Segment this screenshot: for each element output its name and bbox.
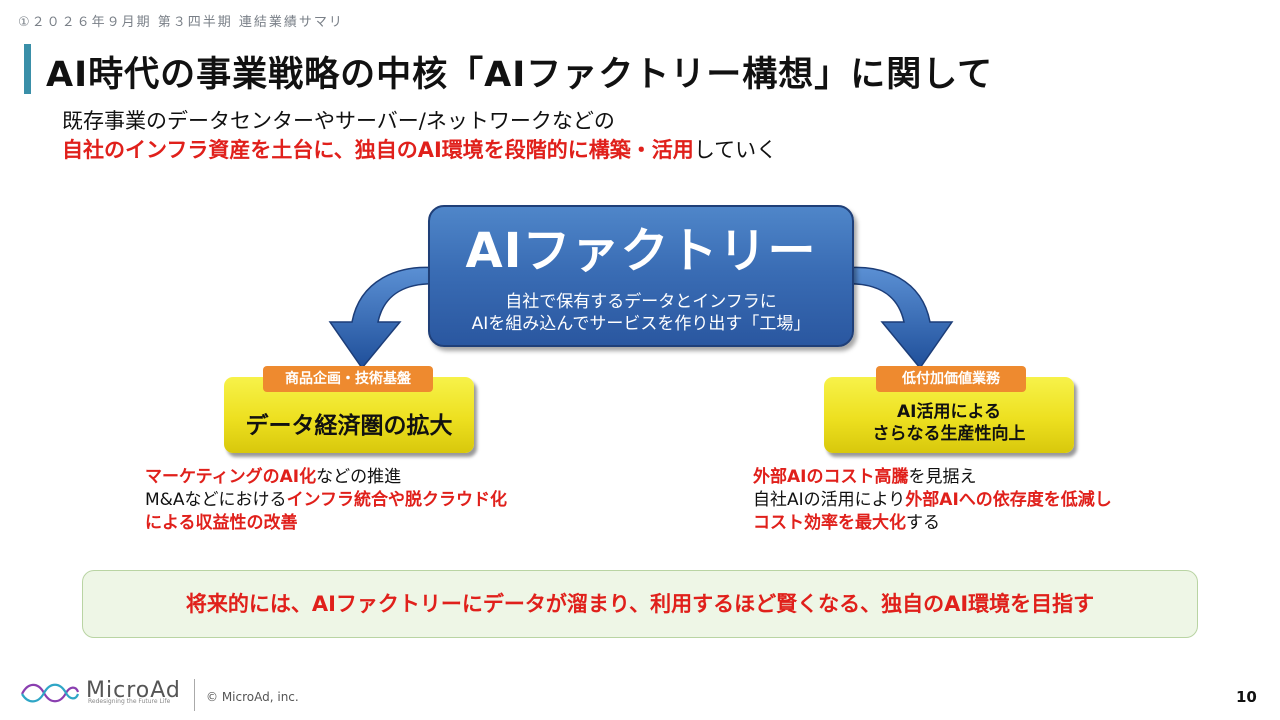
logo-wordmark: MicroAd [86, 678, 181, 703]
left-bullet-3: による収益性の改善 [145, 512, 507, 535]
curved-arrow-left-icon [328, 266, 441, 370]
title-accent-bar [24, 44, 31, 94]
left-bullet-2-lead: M&Aなどにおける [145, 490, 287, 510]
page-number: 10 [1236, 688, 1257, 706]
right-bullet-2-highlight: 外部AIへの依存度を低減し [905, 490, 1112, 510]
left-bullet-2-highlight: インフラ統合や脱クラウド化 [286, 490, 508, 510]
intro-line-1: 既存事業のデータセンターやサーバー/ネットワークなどの [62, 109, 615, 133]
right-bullet-3-rest: する [906, 513, 940, 533]
right-bullet-2: 自社AIの活用により外部AIへの依存度を低減し [753, 489, 1112, 512]
ai-factory-title: AIファクトリー [465, 223, 817, 279]
microad-logo-icon [21, 683, 80, 703]
vision-banner: 将来的には、AIファクトリーにデータが溜まり、利用するほど賢くなる、独自のAI環… [82, 570, 1198, 638]
intro-line-2: 自社のインフラ資産を土台に、独自のAI環境を段階的に構築・活用していく [62, 134, 777, 164]
left-bullets: マーケティングのAI化などの推進 M&Aなどにおけるインフラ統合や脱クラウド化 … [145, 466, 507, 535]
right-category-badge: 低付加価値業務 [876, 366, 1026, 392]
page-title: AI時代の事業戦略の中核「AIファクトリー構想」に関して [46, 55, 994, 95]
ai-factory-desc-line-1: 自社で保有するデータとインフラに [505, 292, 777, 312]
right-bullet-3: コスト効率を最大化する [753, 512, 1112, 535]
ai-factory-box: AIファクトリー 自社で保有するデータとインフラに AIを組み込んでサービスを作… [428, 205, 854, 347]
right-bullet-1-highlight: 外部AIのコスト高騰 [753, 467, 909, 487]
left-category-badge: 商品企画・技術基盤 [263, 366, 433, 392]
ai-factory-description: 自社で保有するデータとインフラに AIを組み込んでサービスを作り出す「工場」 [430, 291, 852, 335]
curved-arrow-right-icon [841, 266, 954, 370]
right-bullet-1: 外部AIのコスト高騰を見据え [753, 466, 1112, 489]
footer-divider [194, 679, 195, 711]
intro-line-2-highlight: 自社のインフラ資産を土台に、独自のAI環境を段階的に構築・活用 [62, 138, 694, 162]
right-bullet-3-highlight: コスト効率を最大化 [753, 513, 906, 533]
productivity-label-line-1: AI活用による [897, 402, 1001, 422]
left-bullet-1-highlight: マーケティングのAI化 [145, 467, 317, 487]
left-bullet-1: マーケティングのAI化などの推進 [145, 466, 507, 489]
data-economy-label: データ経済圏の拡大 [245, 413, 453, 439]
right-bullets: 外部AIのコスト高騰を見据え 自社AIの活用により外部AIへの依存度を低減し コ… [753, 466, 1112, 535]
header-label: ①２０２６年９月期 第３四半期 連結業績サマリ [18, 15, 344, 30]
productivity-label: AI活用による さらなる生産性向上 [824, 377, 1074, 445]
right-bullet-1-rest: を見据え [908, 467, 977, 487]
right-bullet-2-lead: 自社AIの活用により [753, 490, 906, 510]
left-bullet-2: M&Aなどにおけるインフラ統合や脱クラウド化 [145, 489, 507, 512]
logo-tagline: Redesigning the Future Life [88, 698, 171, 705]
left-bullet-1-rest: などの推進 [316, 467, 402, 487]
productivity-label-line-2: さらなる生産性向上 [872, 424, 1026, 444]
copyright: © MicroAd, inc. [206, 690, 299, 704]
intro-line-2-rest: していく [693, 138, 778, 162]
ai-factory-desc-line-2: AIを組み込んでサービスを作り出す「工場」 [471, 314, 811, 334]
left-bullet-3-highlight: による収益性の改善 [145, 513, 298, 533]
